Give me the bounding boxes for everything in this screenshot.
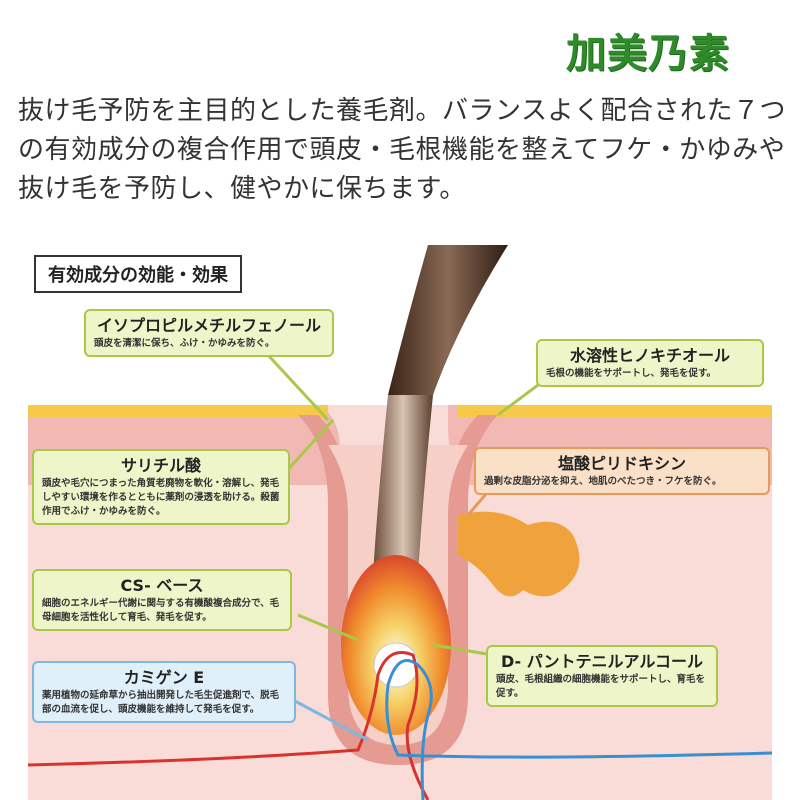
sebaceous-gland <box>458 511 580 597</box>
ingredient-desc: 過剰な皮脂分泌を抑え、地肌のべたつき・フケを防ぐ。 <box>484 476 722 487</box>
ingredient-name: サリチル酸 <box>120 456 201 475</box>
yellow-surface-right <box>458 405 772 417</box>
leader-line-cs-base <box>297 613 359 642</box>
ingredient-desc: 細胞のエネルギー代謝に関与する有機酸複合成分で、毛母細胞を活性化して育毛、発毛を… <box>42 598 280 623</box>
leader-line-kamigen <box>292 698 369 742</box>
ingredient-name: D- パントテニルアルコール <box>500 652 704 671</box>
ingredient-desc: 頭皮を清潔に保ち、ふけ・かゆみを防ぐ。 <box>94 338 275 349</box>
callout-panthenol: D- パントテニルアルコール 頭皮、毛根組織の細胞機能をサポートし、育毛を促す。 <box>486 645 718 707</box>
ingredient-desc: 毛根の機能をサポートし、発毛を促す。 <box>546 368 717 379</box>
ingredient-name: イソプロピルメチルフェノール <box>96 316 321 335</box>
ingredient-desc: 頭皮、毛根組織の細胞機能をサポートし、育毛を促す。 <box>496 674 706 699</box>
ingredient-desc: 薬用植物の延命草から抽出開発した毛生促進剤で、脱毛部の血流を促し、頭皮機能を維持… <box>42 690 280 715</box>
vein-blue <box>385 659 772 800</box>
ingredient-name: 水溶性ヒノキチオール <box>569 346 730 365</box>
callout-isopropylmethylphenol: イソプロピルメチルフェノール 頭皮を清潔に保ち、ふけ・かゆみを防ぐ。 <box>84 309 334 357</box>
leader-line-panthenol <box>432 643 494 657</box>
leader-line-salicylic <box>281 418 335 477</box>
leader-line-isopropyl <box>266 353 330 422</box>
ingredient-name: CS- ベース <box>120 576 204 595</box>
brand-logo: 加美乃素 <box>566 30 730 77</box>
ingredient-desc: 頭皮や毛穴につまった角質老廃物を軟化・溶解し、発毛しやすい環境を作るとともに薬剤… <box>42 478 280 517</box>
artery-red <box>28 651 430 800</box>
section-title: 有効成分の効能・効果 <box>34 255 242 293</box>
hair-shaft-top <box>388 245 508 395</box>
ingredient-name: 塩酸ピリドキシン <box>557 454 686 473</box>
callout-cs-base: CS- ベース 細胞のエネルギー代謝に関与する有機酸複合成分で、毛母細胞を活性化… <box>32 569 292 631</box>
callout-pyridoxine: 塩酸ピリドキシン 過剰な皮脂分泌を抑え、地肌のべたつき・フケを防ぐ。 <box>474 447 770 495</box>
yellow-surface-left <box>28 405 328 417</box>
callout-kamigen-e: カミゲン E 薬用植物の延命草から抽出開発した毛生促進剤で、脱毛部の血流を促し、… <box>32 661 296 723</box>
callout-salicylic-acid: サリチル酸 頭皮や毛穴につまった角質老廃物を軟化・溶解し、発毛しやすい環境を作る… <box>32 449 290 525</box>
intro-text: 抜け毛予防を主目的とした養毛剤。バランスよく配合された７つの有効成分の複合作用で… <box>18 96 786 204</box>
callout-hinokitiol: 水溶性ヒノキチオール 毛根の機能をサポートし、発毛を促す。 <box>536 339 764 387</box>
hair-root-diagram: 有効成分の効能・効果 イソプロピルメチルフェノール 頭皮を清潔に保ち、ふけ・かゆ… <box>28 245 772 800</box>
hair-root <box>373 395 433 575</box>
ingredient-name: カミゲン E <box>123 668 205 687</box>
